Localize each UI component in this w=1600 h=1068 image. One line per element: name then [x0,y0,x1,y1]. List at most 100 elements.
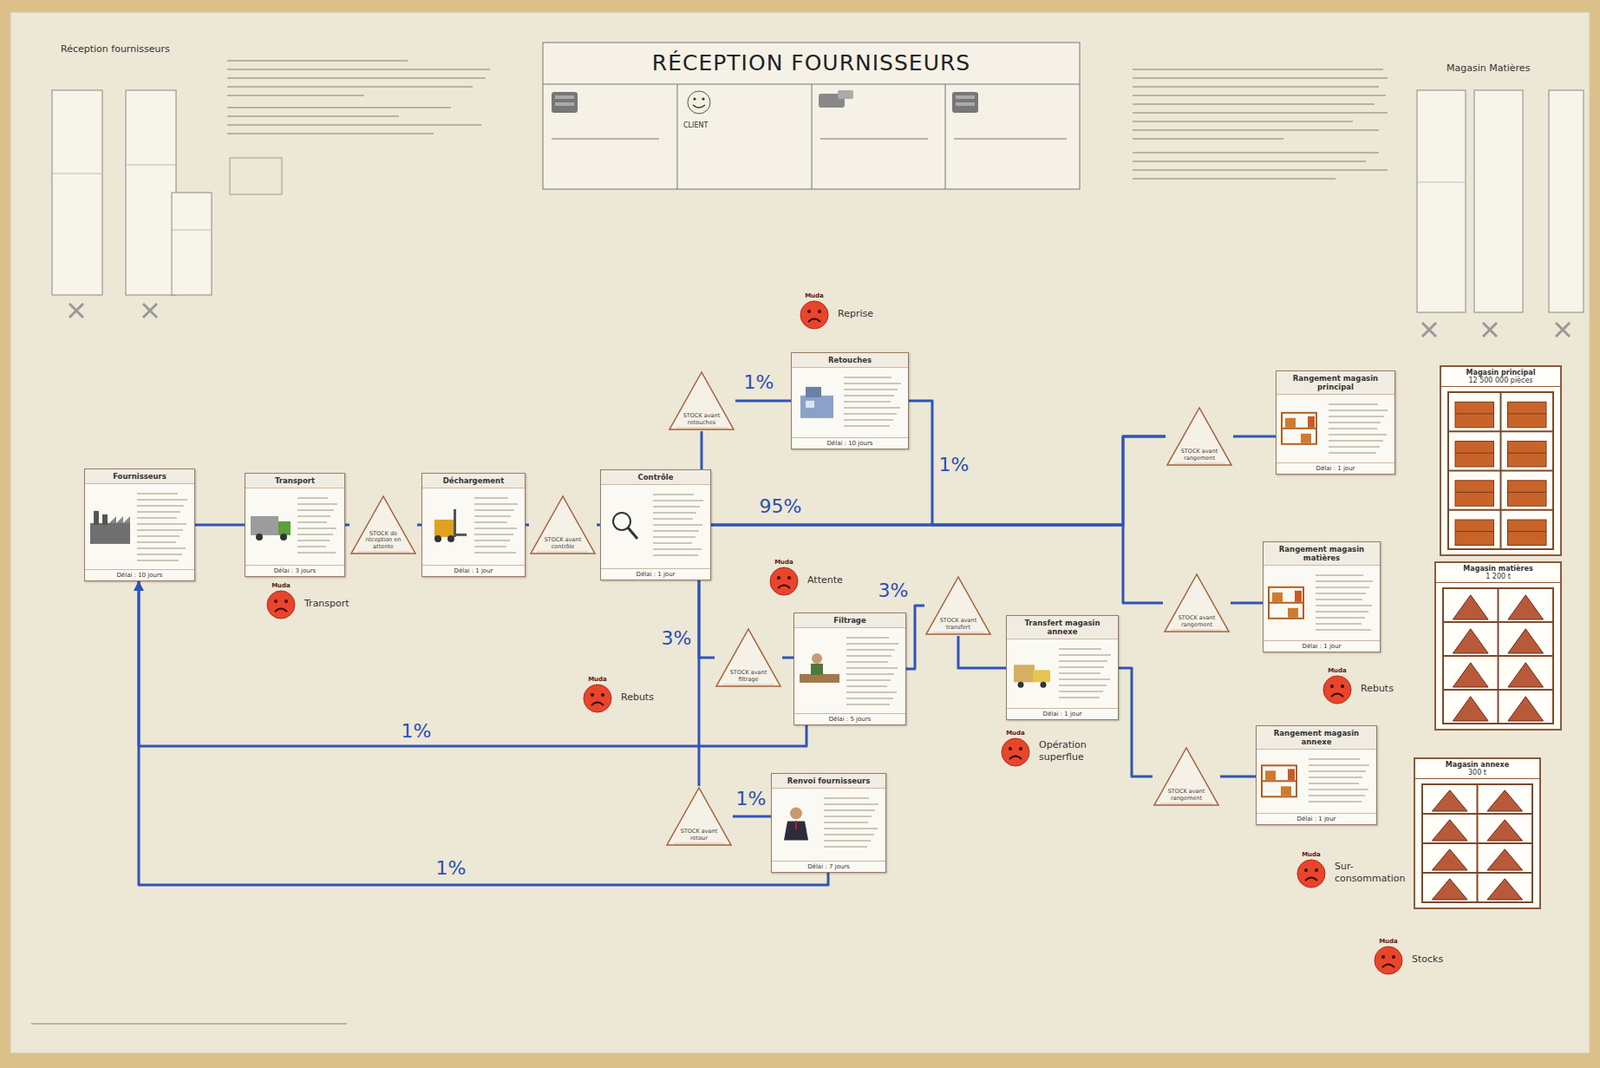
box-illustration [250,515,291,541]
stored-pile [1452,696,1489,721]
rack-level [1443,620,1554,623]
note-text-lines [31,60,1388,1024]
text-line [474,551,516,554]
sad-face [581,682,614,714]
flow-connector [906,605,925,669]
stock-triangle: STOCK avant rangement [1152,745,1221,807]
warehouse-rack: Magasin matières1 200 t [1434,561,1562,731]
rack-drawing [1415,780,1540,906]
text-line [823,845,868,848]
text-line [1058,672,1101,675]
rack-box [1287,607,1299,618]
illegible-text-lines [653,494,704,556]
worker [1307,416,1315,428]
text-line [823,809,876,811]
process-box: FournisseursDélai : 10 jours [84,468,196,582]
triangle-outline [351,496,416,554]
rack-frame [1443,587,1554,724]
flow-connector [958,635,1006,668]
text-line [846,648,895,651]
muda-icon: Muda [1293,851,1330,893]
flow-connector [138,581,829,885]
face [1374,946,1403,974]
text-line [823,833,875,836]
text-line [297,509,334,511]
rack-shelf [1268,601,1304,604]
text-line [137,498,188,501]
box-body [1256,751,1377,810]
text-line [297,515,331,517]
stored-pile [1431,848,1468,870]
text-line [1308,789,1369,791]
text-line [474,527,517,529]
text-line [474,521,508,523]
flow-connector [1230,601,1263,605]
box-title: Fournisseurs [84,469,195,484]
rack-shelf [1281,427,1317,430]
eye [284,599,288,603]
text-line [843,388,898,391]
warehouse-rack: Magasin principal12 500 000 pièces [1439,365,1562,556]
carton-band [1455,491,1495,493]
eye [600,692,605,697]
delay-text: Délai : 1 jour [1276,462,1395,474]
text-line [846,654,892,657]
muda-label: Opération superflue [1038,738,1109,762]
eye [1008,746,1013,751]
flow-connector [1233,435,1276,438]
stored-pile [1508,662,1544,687]
eye [787,575,791,580]
box-title: Filtrage [794,613,906,628]
mouth [274,608,288,613]
text-line [846,703,890,706]
triangle-outline [1167,407,1232,465]
stock-triangle: STOCK avant retour [665,785,733,847]
carton-band [1508,530,1548,532]
rack-level [1443,722,1554,725]
muda-word: Muda [262,582,300,589]
building [90,522,131,544]
bench [799,673,840,683]
text-line [1315,587,1370,589]
rack-box [1265,770,1276,781]
rack-shelves [1448,391,1554,549]
triangle-base-strip [1160,803,1212,804]
flow-connector [1220,775,1256,778]
text-line [843,400,891,403]
stored-pile [1431,878,1468,900]
illegible-text-lines [137,493,188,561]
percentage-label: 3% [661,626,693,649]
percentage-label: 1% [401,719,432,742]
roof [109,515,131,523]
tie [795,821,797,830]
wheel [434,535,442,543]
text-line [1328,404,1378,406]
text-line [297,521,327,523]
text-line [653,499,704,502]
flow-connector [698,580,715,658]
sad-face [768,565,800,597]
stock-triangle: STOCK avant contrôle [528,494,597,556]
flow-connector [698,580,701,786]
stored-pile [1487,878,1523,900]
text-line [1328,410,1388,412]
text-line [846,636,889,639]
torso [810,663,823,675]
box-title: Transport [245,473,345,489]
text-line [297,533,334,536]
triangle-outline [666,787,732,845]
box-title: Renvoi fournisseurs [771,773,886,789]
box-illustration [1281,412,1317,445]
percentage-label: 1% [744,371,775,393]
box-illustration [613,512,638,539]
box-title: Contrôle [600,470,711,485]
muda-label: Reprise [837,307,874,320]
stock-triangle: STOCK avant transfert [924,574,993,636]
text-line [1328,446,1380,449]
panel [805,400,815,408]
text-line [1058,660,1108,663]
text-line [1315,605,1372,608]
percentage-label: 95% [759,495,803,517]
text-line [653,542,693,544]
